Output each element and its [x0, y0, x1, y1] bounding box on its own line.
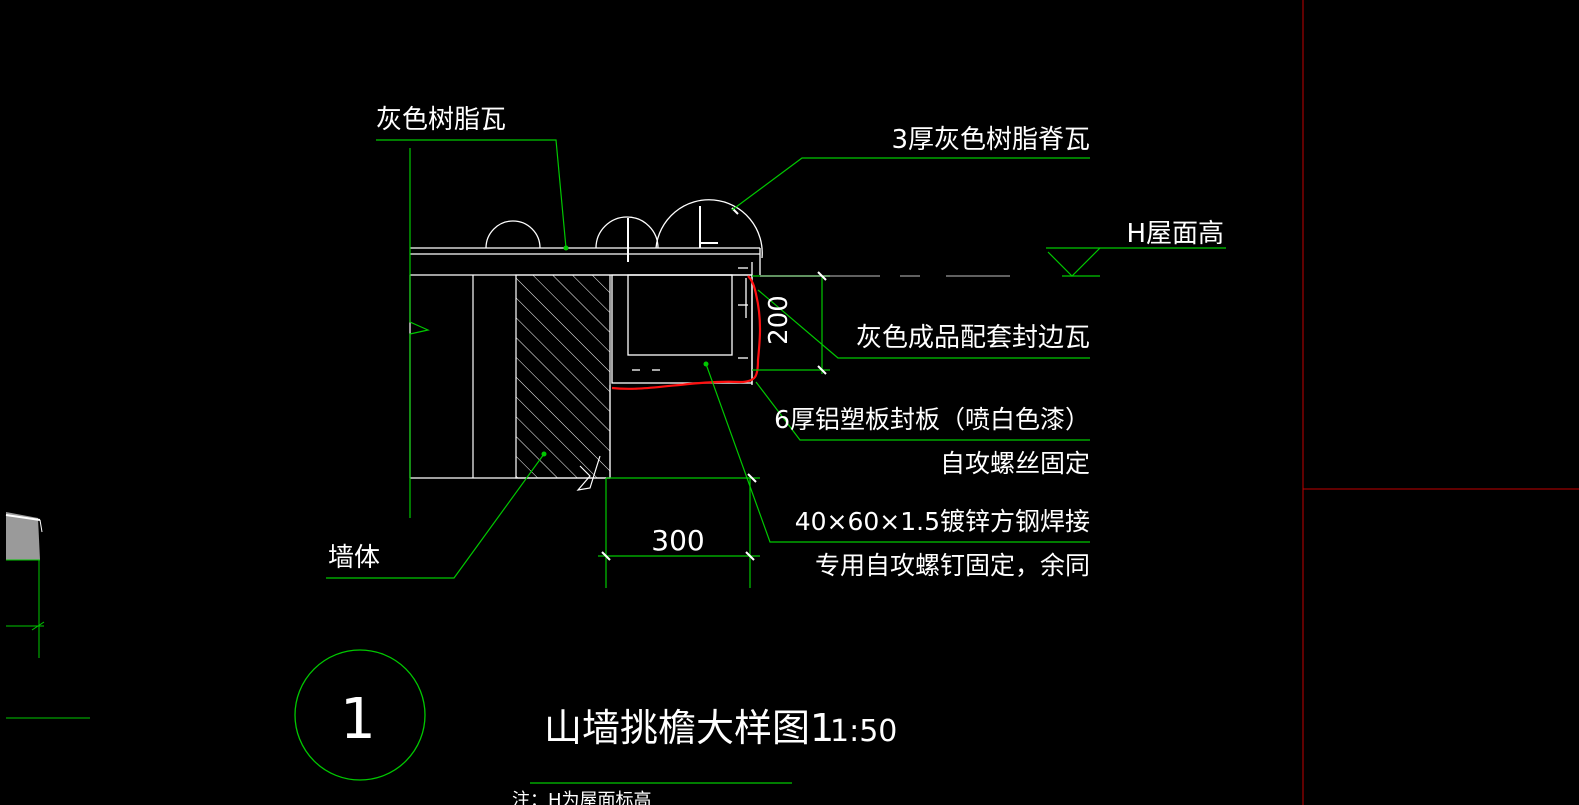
label-grey-resin-tile: 灰色树脂瓦 [376, 105, 506, 135]
label-edge-tile: 灰色成品配套封边瓦 [856, 323, 1090, 353]
label-roof-height: H屋面高 [1126, 219, 1224, 249]
left-edge-fragment [5, 512, 90, 719]
detail-title: 山墙挑檐大样图1 [544, 706, 834, 750]
label-panel-line2: 自攻螺丝固定 [940, 449, 1090, 478]
sheet-frame-lines [1302, 0, 1579, 805]
leader-lines [326, 139, 1226, 588]
label-steel-line2: 专用自攻螺钉固定，余同 [815, 551, 1090, 580]
leader-dots [541, 245, 709, 457]
label-wall: 墙体 [328, 543, 380, 573]
red-markup-line [611, 275, 762, 390]
detail-note: 注：H为屋面标高 [512, 790, 652, 805]
steel-tube-frame [611, 262, 753, 385]
label-ridge-tile: 3厚灰色树脂脊瓦 [891, 125, 1090, 155]
dimension-ticks [601, 271, 827, 561]
detail-scale: 1:50 [830, 714, 897, 749]
dimension-width: 300 [651, 524, 704, 557]
wall-structure [409, 274, 611, 491]
label-panel-line1: 6厚铝塑板封板（喷白色漆） [774, 405, 1090, 434]
dimension-height: 200 [764, 295, 794, 345]
detail-number: 1 [340, 687, 376, 752]
roof-tile-group [410, 199, 763, 276]
detail-number-circle [294, 649, 426, 781]
label-steel-line1: 40×60×1.5镀锌方钢焊接 [795, 507, 1090, 536]
